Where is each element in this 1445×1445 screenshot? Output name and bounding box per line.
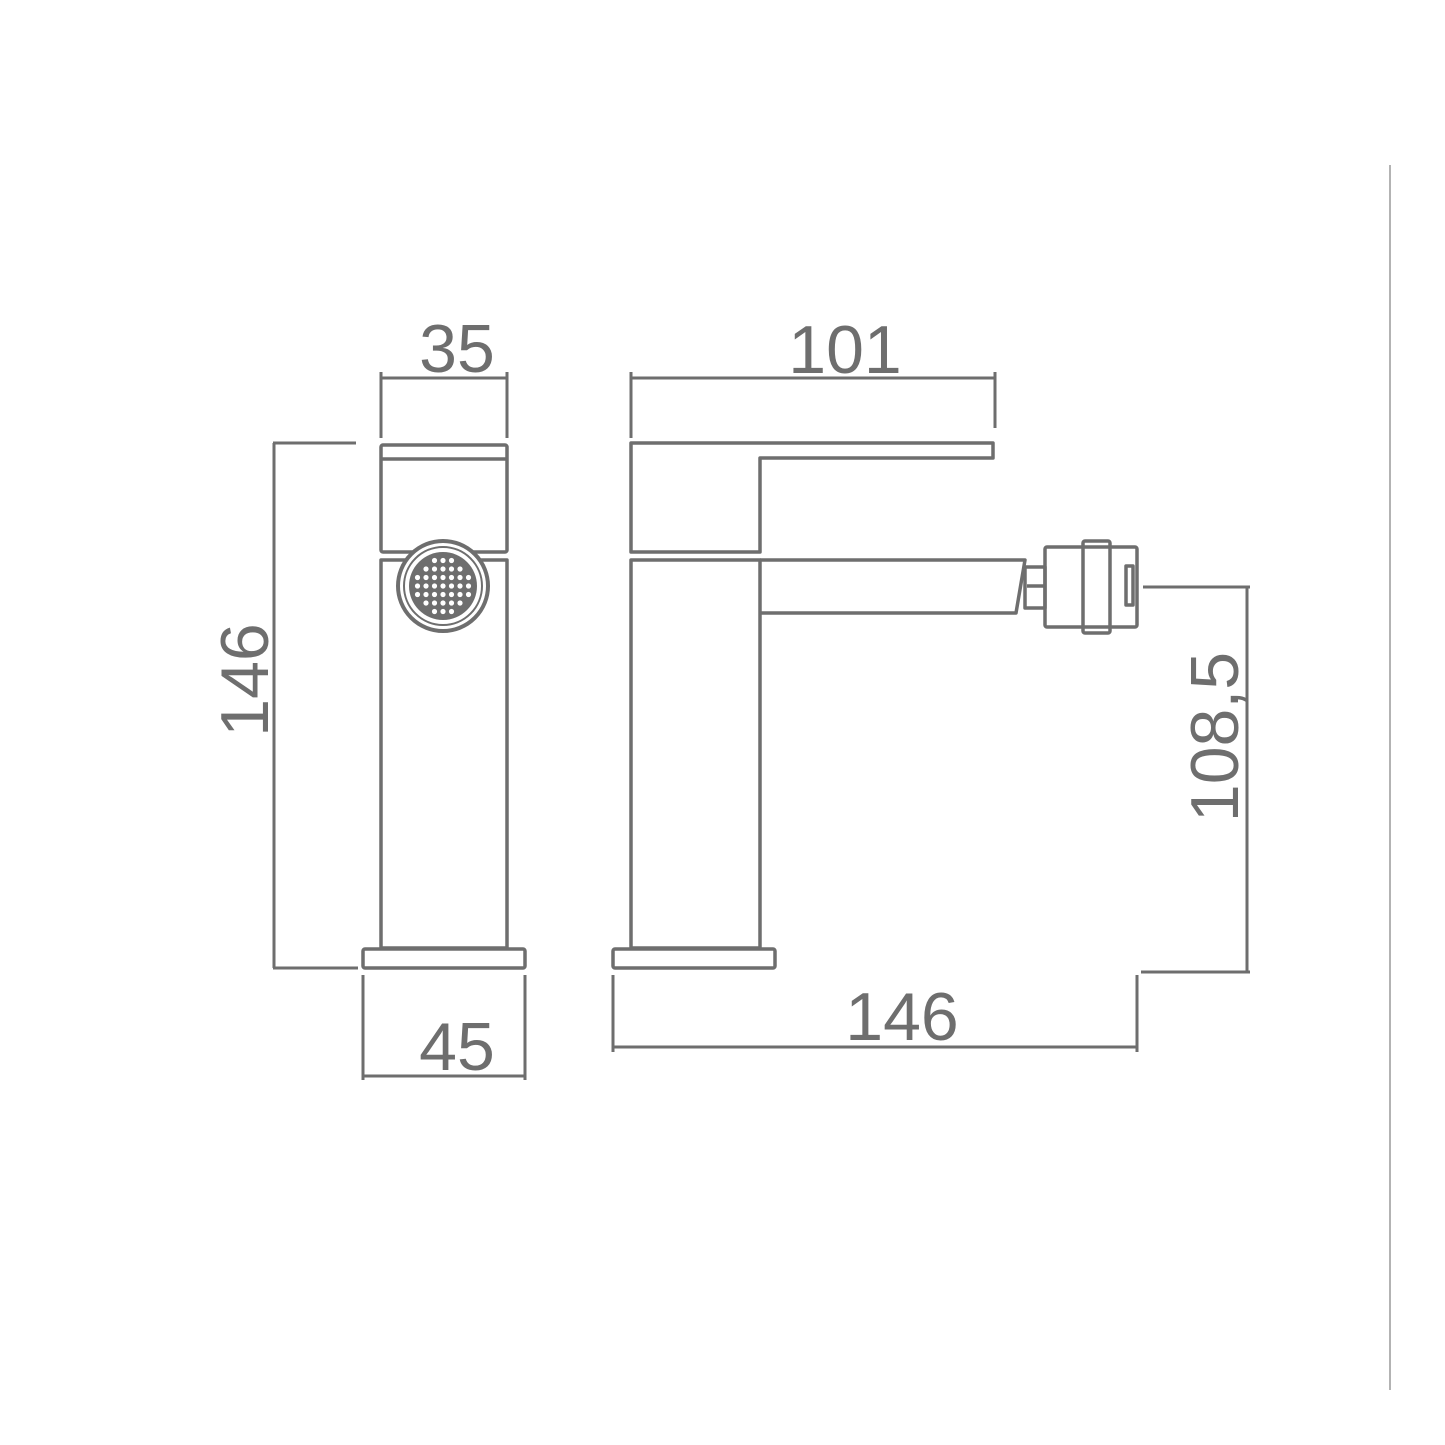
- aerator-hole: [423, 583, 429, 589]
- aerator-hole: [465, 574, 472, 581]
- aerator-hole: [431, 583, 438, 589]
- front-view: [361, 443, 527, 970]
- aerator-hole: [414, 583, 421, 589]
- dim-108-5: 108,5: [1143, 585, 1253, 972]
- handle-front: [379, 443, 509, 554]
- aerator-hole: [440, 608, 446, 615]
- aerator-hole: [457, 591, 463, 598]
- aerator-hole: [431, 557, 438, 564]
- base-side: [611, 947, 777, 970]
- dim-label-45: 45: [419, 1009, 495, 1085]
- base-front: [361, 947, 527, 970]
- aerator-hole: [448, 600, 455, 606]
- aerator-hole: [423, 566, 429, 572]
- nozzle: [1043, 545, 1139, 629]
- dim-label-146-reach: 146: [845, 979, 958, 1055]
- aerator-hole: [448, 566, 455, 572]
- aerator-hole: [423, 600, 429, 606]
- aerator-hole: [448, 574, 455, 581]
- dim-label-35: 35: [419, 311, 495, 387]
- aerator-hole: [465, 591, 472, 598]
- aerator-hole: [440, 557, 446, 564]
- aerator-hole: [457, 574, 463, 581]
- dim-35: 35: [379, 311, 509, 438]
- aerator-hole: [448, 583, 455, 589]
- aerator-hole: [431, 574, 438, 581]
- dim-label-108-5: 108,5: [1177, 652, 1253, 822]
- aerator-hole: [457, 583, 463, 589]
- dim-101: 101: [629, 312, 997, 438]
- lever-handle: [629, 441, 995, 554]
- aerator-hole: [440, 574, 446, 581]
- aerator-hole: [431, 566, 438, 572]
- dim-label-146-height: 146: [207, 623, 283, 736]
- aerator-hole: [448, 557, 455, 564]
- aerator-hole: [440, 600, 446, 606]
- aerator-hole: [431, 600, 438, 606]
- aerator-hole: [423, 591, 429, 598]
- aerator-icon: [396, 539, 490, 633]
- aerator-hole: [414, 574, 421, 581]
- aerator-hole: [448, 608, 455, 615]
- side-view: [611, 441, 1139, 970]
- aerator-hole: [457, 566, 463, 572]
- aerator-hole: [440, 583, 446, 589]
- aerator-hole: [465, 583, 472, 589]
- aerator-hole: [440, 566, 446, 572]
- dim-146-height: 146: [207, 441, 358, 970]
- aerator-hole: [440, 591, 446, 598]
- spout: [760, 558, 1027, 615]
- aerator-hole: [414, 591, 421, 598]
- dim-146-reach: 146: [611, 970, 1250, 1055]
- aerator-hole: [423, 574, 429, 581]
- aerator-hole: [448, 591, 455, 598]
- aerator-hole: [431, 608, 438, 615]
- aerator-hole: [431, 591, 438, 598]
- dim-45: 45: [361, 975, 527, 1085]
- body-side: [629, 558, 762, 950]
- aerator-hole: [457, 600, 463, 606]
- dim-label-101: 101: [788, 312, 901, 388]
